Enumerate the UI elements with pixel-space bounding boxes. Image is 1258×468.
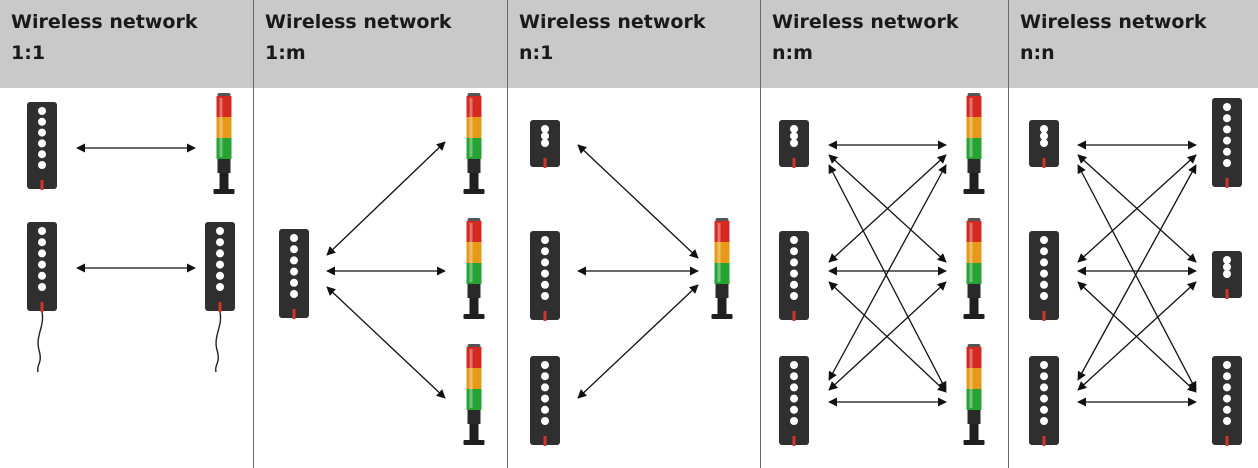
wireless-module-icon — [1212, 98, 1242, 188]
wireless-module-icon — [530, 120, 560, 168]
header-title: Wireless network — [11, 11, 198, 33]
wireless-module-icon — [530, 356, 560, 446]
wireless-module-icon — [27, 102, 57, 190]
wireless-module-icon — [205, 222, 235, 373]
bidirectional-arrow-icon — [577, 284, 699, 399]
bidirectional-arrow-icon — [577, 144, 699, 259]
bidirectional-arrow-icon — [1077, 164, 1197, 381]
signal-tower-icon — [963, 344, 985, 445]
signal-tower-icon — [463, 218, 485, 319]
header-title: Wireless network — [1020, 11, 1207, 33]
wireless-module-icon — [27, 222, 57, 373]
header-ratio: 1:1 — [11, 42, 46, 64]
wireless-module-icon — [1029, 231, 1059, 321]
column-divider — [1008, 0, 1009, 468]
bidirectional-arrow-icon — [326, 141, 446, 256]
signal-tower-icon — [213, 93, 235, 194]
signal-tower-icon — [463, 344, 485, 445]
header-cell-5: Wireless network n:n — [1009, 0, 1258, 88]
header-title: Wireless network — [265, 11, 452, 33]
header-cell-3: Wireless network n:1 — [508, 0, 760, 88]
bidirectional-arrow-icon — [828, 164, 947, 381]
header-title: Wireless network — [772, 11, 959, 33]
header-cell-4: Wireless network n:m — [761, 0, 1008, 88]
signal-tower-icon — [963, 218, 985, 319]
header-title: Wireless network — [519, 11, 706, 33]
wireless-module-icon — [779, 231, 809, 321]
wireless-module-icon — [530, 231, 560, 321]
header-ratio: n:n — [1020, 42, 1055, 64]
signal-tower-icon — [963, 93, 985, 194]
header-ratio: 1:m — [265, 42, 306, 64]
bidirectional-arrow-icon — [828, 164, 947, 391]
signal-tower-icon — [463, 93, 485, 194]
wireless-module-icon — [779, 120, 809, 168]
bidirectional-arrow-icon — [828, 281, 947, 391]
header-ratio: n:m — [772, 42, 813, 64]
wireless-module-icon — [779, 356, 809, 446]
bidirectional-arrow-icon — [1077, 281, 1197, 391]
wireless-module-icon — [279, 229, 309, 319]
wireless-module-icon — [1029, 356, 1059, 446]
header-ratio: n:1 — [519, 42, 554, 64]
bidirectional-arrow-icon — [1077, 164, 1197, 391]
header-cell-1: Wireless network 1:1 — [0, 0, 253, 88]
header-cell-2: Wireless network 1:m — [254, 0, 507, 88]
column-divider — [760, 0, 761, 468]
wireless-module-icon — [1212, 251, 1242, 299]
column-divider — [507, 0, 508, 468]
wireless-module-icon — [1029, 120, 1059, 168]
bidirectional-arrow-icon — [326, 286, 446, 399]
signal-tower-icon — [711, 218, 733, 319]
column-divider — [253, 0, 254, 468]
wireless-module-icon — [1212, 356, 1242, 446]
